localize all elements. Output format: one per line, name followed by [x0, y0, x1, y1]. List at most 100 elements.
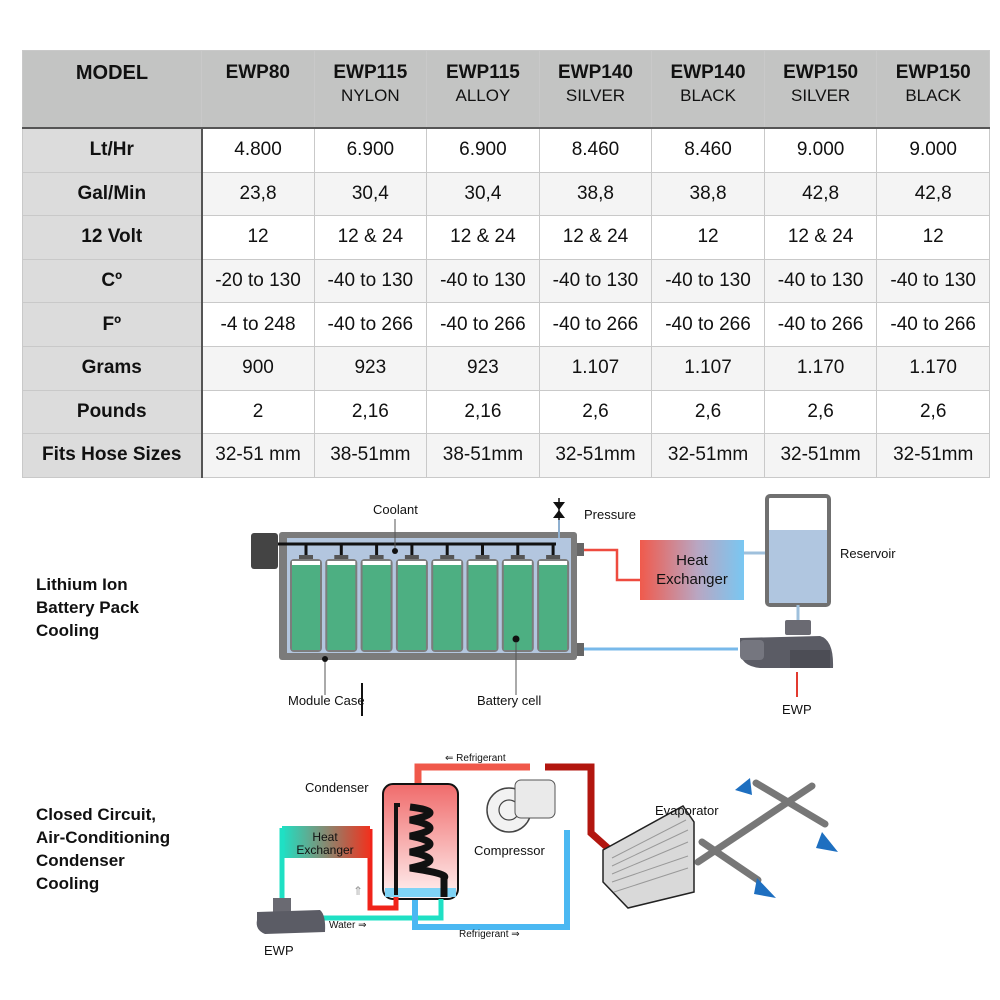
up-arrow-icon: ⇑: [353, 884, 364, 898]
label-line: Exchanger: [296, 843, 354, 857]
row-label: Grams: [22, 345, 203, 391]
table-cell: 42,8: [876, 171, 990, 217]
table-cell: 32-51mm: [876, 433, 990, 478]
condenser-tank: [382, 783, 459, 900]
table-cell: 2: [201, 389, 315, 435]
table-cell: -40 to 266: [313, 302, 428, 347]
battery-cells: [290, 544, 570, 652]
label-condenser: Condenser: [305, 780, 369, 795]
title-line: Closed Circuit,: [36, 805, 156, 824]
title-line: Lithium Ion: [36, 575, 128, 594]
label-water: Water ⇒: [329, 920, 367, 931]
model-variant: SILVER: [565, 86, 626, 105]
table-cell: 2,6: [651, 389, 765, 435]
model-variant: NYLON: [341, 86, 400, 105]
table-cell: 2,6: [876, 389, 990, 435]
table-cell: 2,6: [538, 389, 653, 435]
table-cell: -40 to 266: [763, 302, 878, 347]
table-cell: 12 & 24: [426, 215, 540, 260]
label-pressure: Pressure: [584, 507, 637, 522]
label-refrigerant-top: ⇐ Refrigerant: [445, 753, 506, 764]
model-name: EWP115: [333, 62, 408, 83]
model-variant: BLACK: [680, 86, 736, 105]
table-cell: 12: [201, 215, 315, 260]
table-cell: -40 to 130: [763, 258, 878, 304]
table-cell: 30,4: [426, 171, 540, 217]
table-cell: 923: [313, 345, 428, 391]
label-compressor: Compressor: [474, 843, 545, 858]
table-cell: -40 to 266: [651, 302, 765, 347]
label-line: Exchanger: [656, 571, 728, 588]
connector-block: [251, 533, 278, 569]
table-cell: 12 & 24: [538, 215, 653, 260]
row-label: Fits Hose Sizes: [22, 433, 203, 478]
table-cell: 6.900: [426, 127, 540, 173]
table-cell: 2,16: [426, 389, 540, 435]
table-cell: 923: [426, 345, 540, 391]
table-cell: 8.460: [651, 127, 765, 173]
model-variant: SILVER: [790, 86, 851, 105]
table-cell: 4.800: [201, 127, 315, 173]
table-cell: -40 to 130: [538, 258, 653, 304]
table-cell: 32-51mm: [651, 433, 765, 478]
airflow-arrows: [735, 778, 838, 898]
table-cell: 38,8: [651, 171, 765, 217]
label-battery-cell: Battery cell: [477, 693, 542, 708]
table-cell: 9.000: [876, 127, 990, 173]
title-line: Cooling: [36, 874, 100, 893]
table-cell: 12 & 24: [763, 215, 878, 260]
table-cell: 32-51 mm: [201, 433, 315, 478]
table-cell: 1.107: [538, 345, 653, 391]
model-name: EWP140: [670, 62, 746, 83]
reservoir: [765, 494, 831, 607]
table-cell: 1.170: [763, 345, 878, 391]
model-variant: ALLOY: [455, 86, 511, 105]
table-cell: 38-51mm: [426, 433, 540, 478]
table-cell: 38,8: [538, 171, 653, 217]
battery-section-title: Lithium Ion Battery Pack Cooling: [36, 573, 139, 642]
label-coolant: Coolant: [373, 502, 418, 517]
table-cell: 32-51mm: [763, 433, 878, 478]
header-model: EWP80: [201, 50, 315, 129]
row-label: 12 Volt: [22, 215, 203, 260]
row-label: Cº: [22, 258, 203, 304]
label-ewp: EWP: [782, 702, 812, 717]
label-ewp-2: EWP: [264, 943, 294, 958]
label-line: Heat: [312, 830, 338, 844]
table-cell: 1.170: [876, 345, 990, 391]
ac-section-title: Closed Circuit, Air-Conditioning Condens…: [36, 803, 170, 895]
compressor-icon: [486, 779, 556, 833]
table-cell: -40 to 130: [426, 258, 540, 304]
table-cell: 8.460: [538, 127, 653, 173]
model-name: EWP115: [445, 62, 520, 83]
model-name: EWP80: [225, 62, 290, 83]
label-evaporator: Evaporator: [655, 803, 719, 818]
model-name: EWP150: [895, 62, 971, 83]
label-line: Heat: [676, 552, 708, 569]
title-line: Air-Conditioning: [36, 828, 171, 847]
table-cell: 12: [651, 215, 765, 260]
table-cell: -40 to 130: [313, 258, 428, 304]
title-line: Battery Pack: [36, 598, 140, 617]
model-name: EWP140: [557, 62, 633, 83]
evaporator-icon: [602, 805, 695, 909]
table-cell: 9.000: [763, 127, 878, 173]
model-variant: BLACK: [905, 86, 962, 105]
table-cell: -20 to 130: [201, 258, 315, 304]
table-row: Cº-20 to 130-40 to 130-40 to 130-40 to 1…: [22, 258, 990, 304]
label-reservoir: Reservoir: [840, 546, 896, 561]
table-cell: -40 to 266: [426, 302, 540, 347]
model-name: EWP150: [783, 62, 859, 83]
table-cell: -40 to 266: [538, 302, 653, 347]
label-heat-exchanger-2: Heat Exchanger: [282, 831, 368, 857]
